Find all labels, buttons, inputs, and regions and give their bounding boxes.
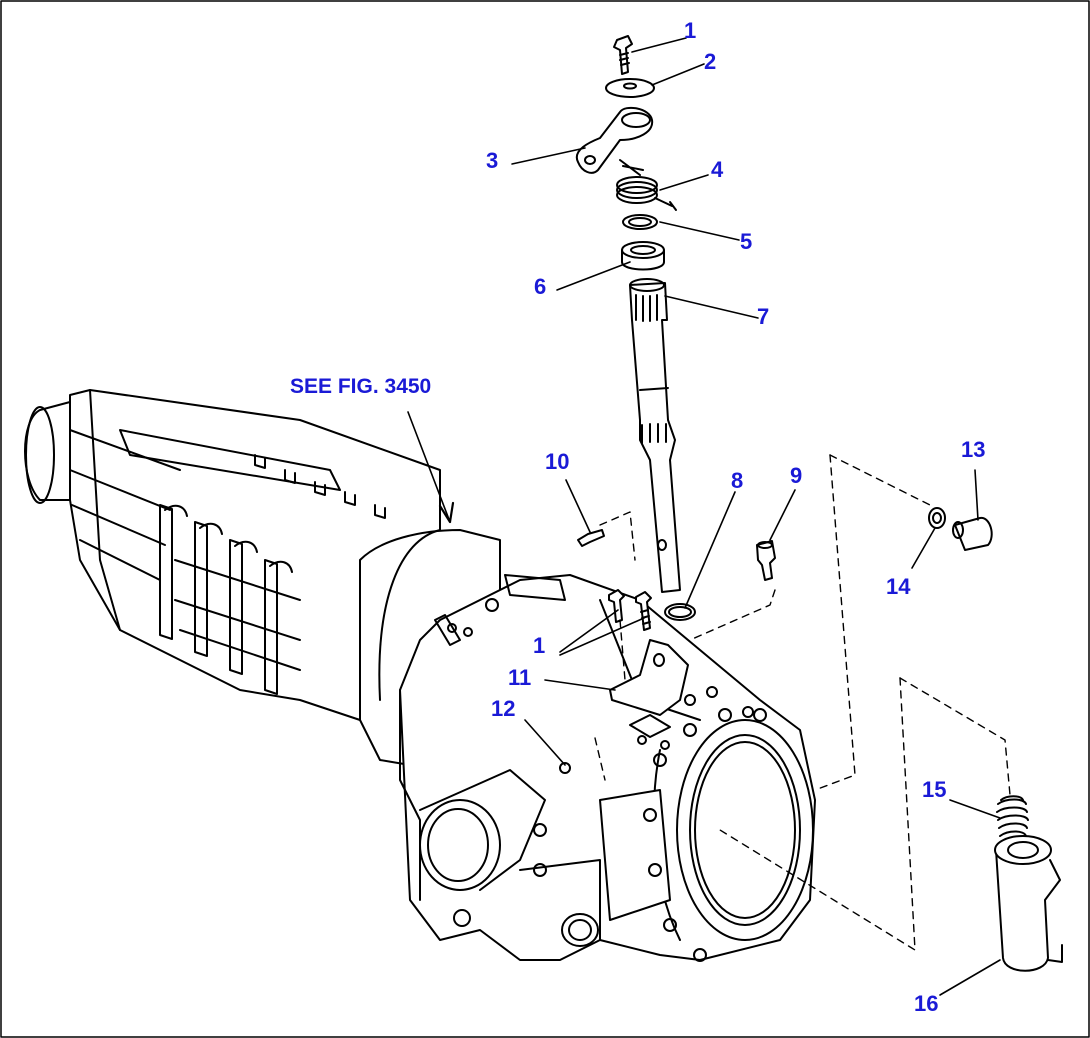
- callout-10: 10: [545, 449, 570, 474]
- leader-lines: [407, 37, 1001, 996]
- callout-15: 15: [922, 777, 947, 802]
- callout-12: 12: [491, 696, 516, 721]
- callout-13: 13: [961, 437, 986, 462]
- callout-11: 11: [508, 665, 532, 690]
- callout-8: 8: [731, 468, 744, 493]
- main-housing: [399, 574, 816, 962]
- shift-shaft-stack: [575, 35, 1063, 972]
- callout-6: 6: [534, 274, 547, 299]
- callout-16: 16: [914, 991, 939, 1016]
- callout-1-top: 1: [684, 18, 697, 43]
- callout-7: 7: [757, 304, 770, 329]
- callout-3: 3: [486, 148, 499, 173]
- callout-4: 4: [711, 157, 724, 182]
- callout-2: 2: [704, 49, 717, 74]
- callout-9: 9: [790, 463, 803, 488]
- callout-1-lower: 1: [533, 633, 546, 658]
- callout-5: 5: [740, 229, 753, 254]
- assembly-dashed-lines: [594, 454, 1011, 951]
- see-figure-reference: SEE FIG. 3450: [290, 375, 432, 398]
- callout-14: 14: [886, 574, 911, 599]
